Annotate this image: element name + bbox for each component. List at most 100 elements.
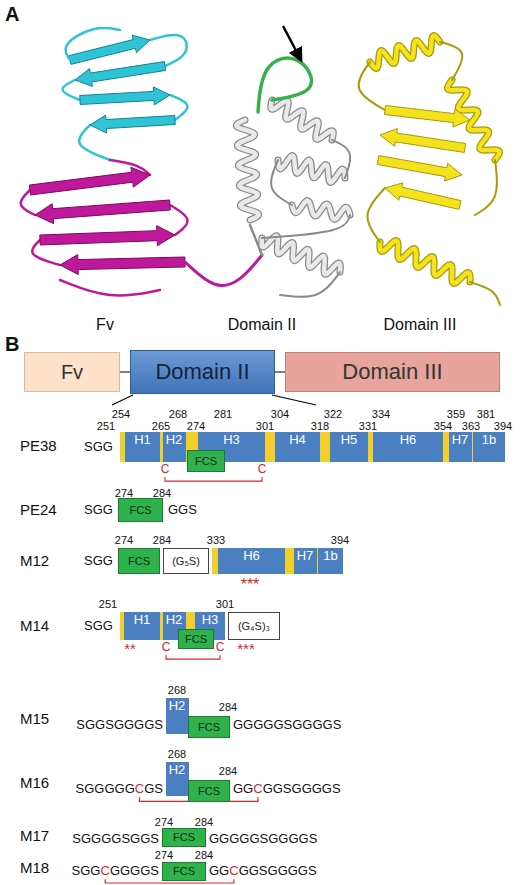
residue-number: 274 <box>155 816 173 828</box>
residue-number: 394 <box>331 534 349 546</box>
node-label: FCS <box>128 555 150 567</box>
node-label: H6 <box>400 433 417 447</box>
beta-strand <box>384 106 470 128</box>
helix-segment: 1b <box>473 432 505 462</box>
text-label: Fv <box>96 316 114 334</box>
helix-boundary <box>120 432 473 640</box>
domain-box: Domain II <box>130 350 275 394</box>
residue-number: 265 <box>152 420 170 432</box>
furin-site-box: FCS <box>162 828 206 847</box>
text-label: M14 <box>20 618 49 635</box>
text-label: SGG <box>84 503 113 517</box>
domain-box: Fv <box>24 352 120 392</box>
residue-number: 359 <box>447 408 465 420</box>
disulfide-bracket <box>165 477 262 481</box>
beta-strand <box>35 200 170 224</box>
loop-tube <box>150 35 187 66</box>
helix-ribbon <box>278 156 345 183</box>
helix-segment: H7 <box>449 432 472 462</box>
node-label: FCS <box>198 785 220 797</box>
node-label: H5 <box>341 433 358 447</box>
residue-number: 394 <box>494 420 512 432</box>
text-label: M17 <box>20 828 49 845</box>
helix-ribbon <box>380 241 470 284</box>
beta-strand <box>40 226 175 246</box>
text-label: SGGGGSGGS <box>72 832 159 846</box>
residue-number: 274 <box>115 534 133 546</box>
node-label: Domain III <box>342 360 442 384</box>
loop-tube <box>475 160 497 215</box>
node-label: H1 <box>134 613 151 627</box>
loop-tube <box>262 215 350 238</box>
linker-line <box>120 371 130 373</box>
residue-number: 268 <box>168 684 186 696</box>
linker-box: (G₄S)₃ <box>228 612 280 640</box>
beta-strand <box>385 183 461 210</box>
residue-number: 251 <box>99 598 117 610</box>
helix-segment: H4 <box>275 432 320 462</box>
domain-box: Domain III <box>285 352 500 392</box>
helix-segment: 1b <box>318 548 343 574</box>
node-label: FCS <box>173 865 195 877</box>
residue-mark: *** <box>241 576 260 594</box>
residue-mark: C <box>258 463 267 476</box>
node-label: FCS <box>173 831 195 843</box>
residue-mark: C <box>161 463 170 476</box>
helix-segment: H6 <box>373 432 443 462</box>
helix-ribbon <box>236 120 258 220</box>
node-label: H7 <box>297 549 314 563</box>
node-label: H7 <box>452 433 469 447</box>
loop-tube <box>332 140 350 178</box>
residue-number: 381 <box>477 408 495 420</box>
text-label: A <box>5 3 19 25</box>
node-label: FCS <box>130 504 152 516</box>
text-label: Domain II <box>228 316 296 334</box>
node-label: H2 <box>166 613 183 627</box>
residue-number: 254 <box>112 408 130 420</box>
beta-strand <box>90 115 175 133</box>
node-label: Domain II <box>155 360 249 384</box>
text-label: GGSGGGGS <box>239 864 317 878</box>
disulfide-brackets <box>105 477 262 883</box>
text-label: SGG <box>84 440 113 454</box>
residue-mark: C <box>253 782 262 796</box>
text-label: M15 <box>20 711 49 728</box>
beta-strand <box>75 62 166 87</box>
beta-strand <box>69 35 150 64</box>
residue-number: 274 <box>187 420 205 432</box>
residue-number: 284 <box>195 816 213 828</box>
residue-number: 334 <box>372 408 390 420</box>
residue-number: 331 <box>359 420 377 432</box>
text-label: Domain III <box>384 316 457 334</box>
text-label: PE24 <box>20 502 57 519</box>
furin-site-box: FCS <box>188 780 230 802</box>
sequence-line: SGGGGGCGS <box>76 782 163 796</box>
text-label: GS <box>144 782 163 796</box>
disulfide-bracket <box>166 655 220 659</box>
helix-boundary <box>320 432 330 462</box>
text-label: M12 <box>20 553 49 570</box>
node-label: H3 <box>223 433 240 447</box>
text-label: GGSGGGGS <box>263 782 341 796</box>
node-label: H3 <box>202 613 219 627</box>
pointer-arrow <box>283 26 301 60</box>
helix-ribbon <box>370 36 440 69</box>
text-label: SGG <box>84 619 113 633</box>
loop-tube <box>65 28 120 60</box>
loop-tube <box>367 188 385 242</box>
furin-site-box: FCS <box>188 716 230 738</box>
furin-site-box: FCS <box>178 629 214 649</box>
helix-ribbon <box>271 100 334 140</box>
helix-segment: H7 <box>294 548 317 574</box>
loop-tube <box>440 42 462 80</box>
residue-mark: C <box>162 641 171 654</box>
loop-tube <box>185 255 262 285</box>
furin-site-box: FCS <box>118 548 160 574</box>
text-label: B <box>5 333 19 355</box>
loop-tube <box>271 160 292 205</box>
loop-tube <box>470 282 500 305</box>
residue-mark: ** <box>124 641 136 658</box>
node-label: FCS <box>195 455 217 467</box>
text-label: SGG <box>72 864 101 878</box>
